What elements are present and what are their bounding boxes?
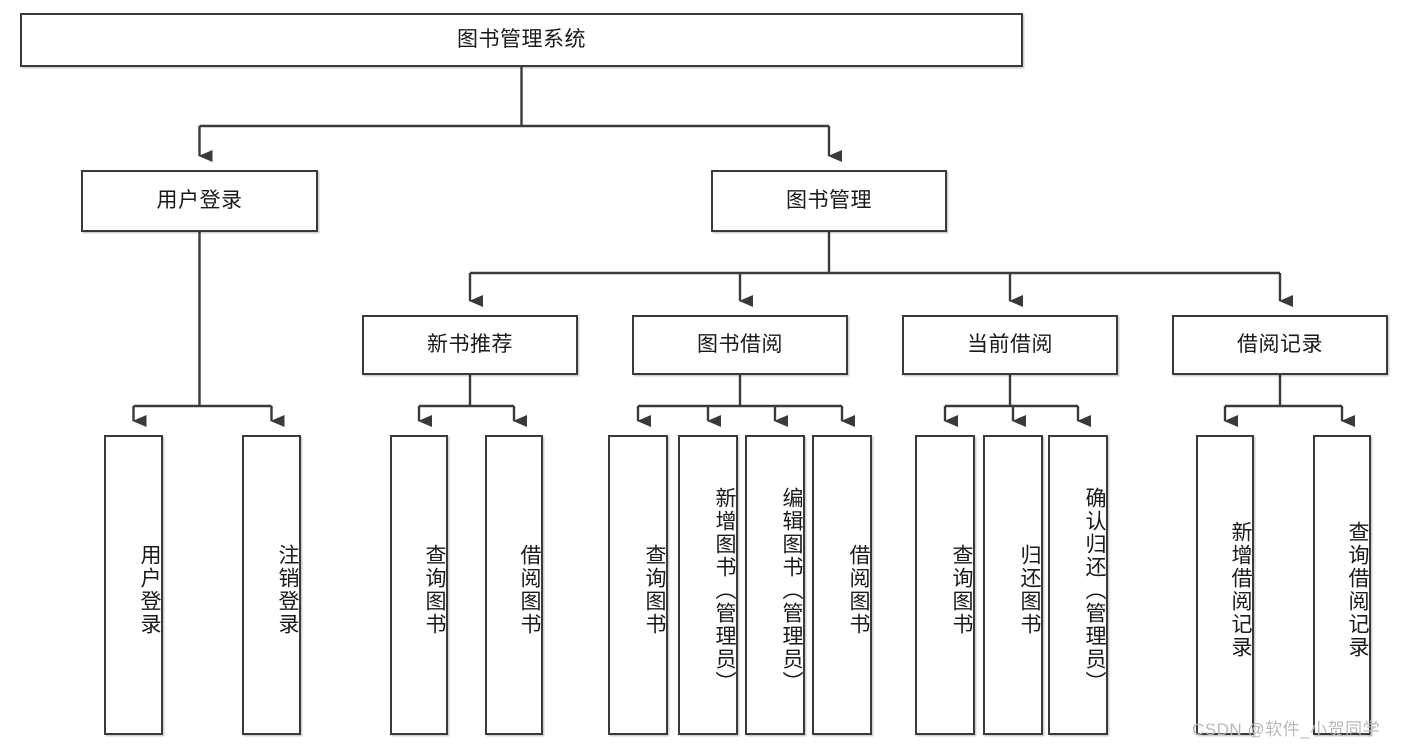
node-label: 用户登录 [156,189,243,213]
node-label: 注销登录 [276,544,299,636]
node-label: 当前借阅 [967,333,1053,357]
node-label: 查询图书 [423,544,446,636]
node-label: 归还图书 [1018,544,1041,636]
node-label: 用户登录 [138,544,161,636]
node-label: 新增图书（管理员） [713,486,736,694]
node-book-manage[interactable]: 图书管理 [711,170,947,232]
leaf-node-leaf-user-login[interactable]: 用户登录 [104,435,163,735]
node-label: 借阅图书 [847,544,870,636]
node-book-borrow[interactable]: 图书借阅 [632,315,848,375]
node-label: 查询图书 [950,544,973,636]
leaf-node-leaf-add-book[interactable]: 新增图书（管理员） [678,435,738,735]
leaf-node-leaf-add-record[interactable]: 新增借阅记录 [1196,435,1254,735]
leaf-node-leaf-borrow-book-rec[interactable]: 借阅图书 [485,435,543,735]
leaf-node-leaf-confirm-return[interactable]: 确认归还（管理员） [1048,435,1108,735]
leaf-node-leaf-logout[interactable]: 注销登录 [242,435,301,735]
node-label: 图书借阅 [697,333,783,357]
leaf-node-leaf-edit-book[interactable]: 编辑图书（管理员） [745,435,805,735]
node-new-book-recommend[interactable]: 新书推荐 [362,315,578,375]
leaf-node-leaf-query-book-bor[interactable]: 查询图书 [608,435,668,735]
node-current-borrow[interactable]: 当前借阅 [902,315,1118,375]
node-label: 新增借阅记录 [1229,521,1252,659]
node-label: 借阅记录 [1237,333,1323,357]
leaf-node-leaf-query-book-cur[interactable]: 查询图书 [915,435,975,735]
leaf-node-leaf-query-book-rec[interactable]: 查询图书 [390,435,448,735]
node-label: 查询借阅记录 [1346,521,1369,659]
node-label: 编辑图书（管理员） [780,486,803,694]
node-label: 新书推荐 [427,333,513,357]
root-node-root[interactable]: 图书管理系统 [20,13,1023,67]
node-label: 图书管理系统 [457,28,586,52]
leaf-node-leaf-return-book[interactable]: 归还图书 [983,435,1043,735]
leaf-node-leaf-borrow-book-bor[interactable]: 借阅图书 [812,435,872,735]
node-label: 图书管理 [786,189,872,213]
leaf-node-leaf-query-record[interactable]: 查询借阅记录 [1313,435,1371,735]
csdn-watermark: CSDN @软件_小贺同学 [1192,720,1381,739]
node-label: 确认归还（管理员） [1083,486,1106,694]
node-label: 借阅图书 [518,544,541,636]
node-borrow-record[interactable]: 借阅记录 [1172,315,1388,375]
node-label: 查询图书 [643,544,666,636]
node-user-login[interactable]: 用户登录 [81,170,318,232]
